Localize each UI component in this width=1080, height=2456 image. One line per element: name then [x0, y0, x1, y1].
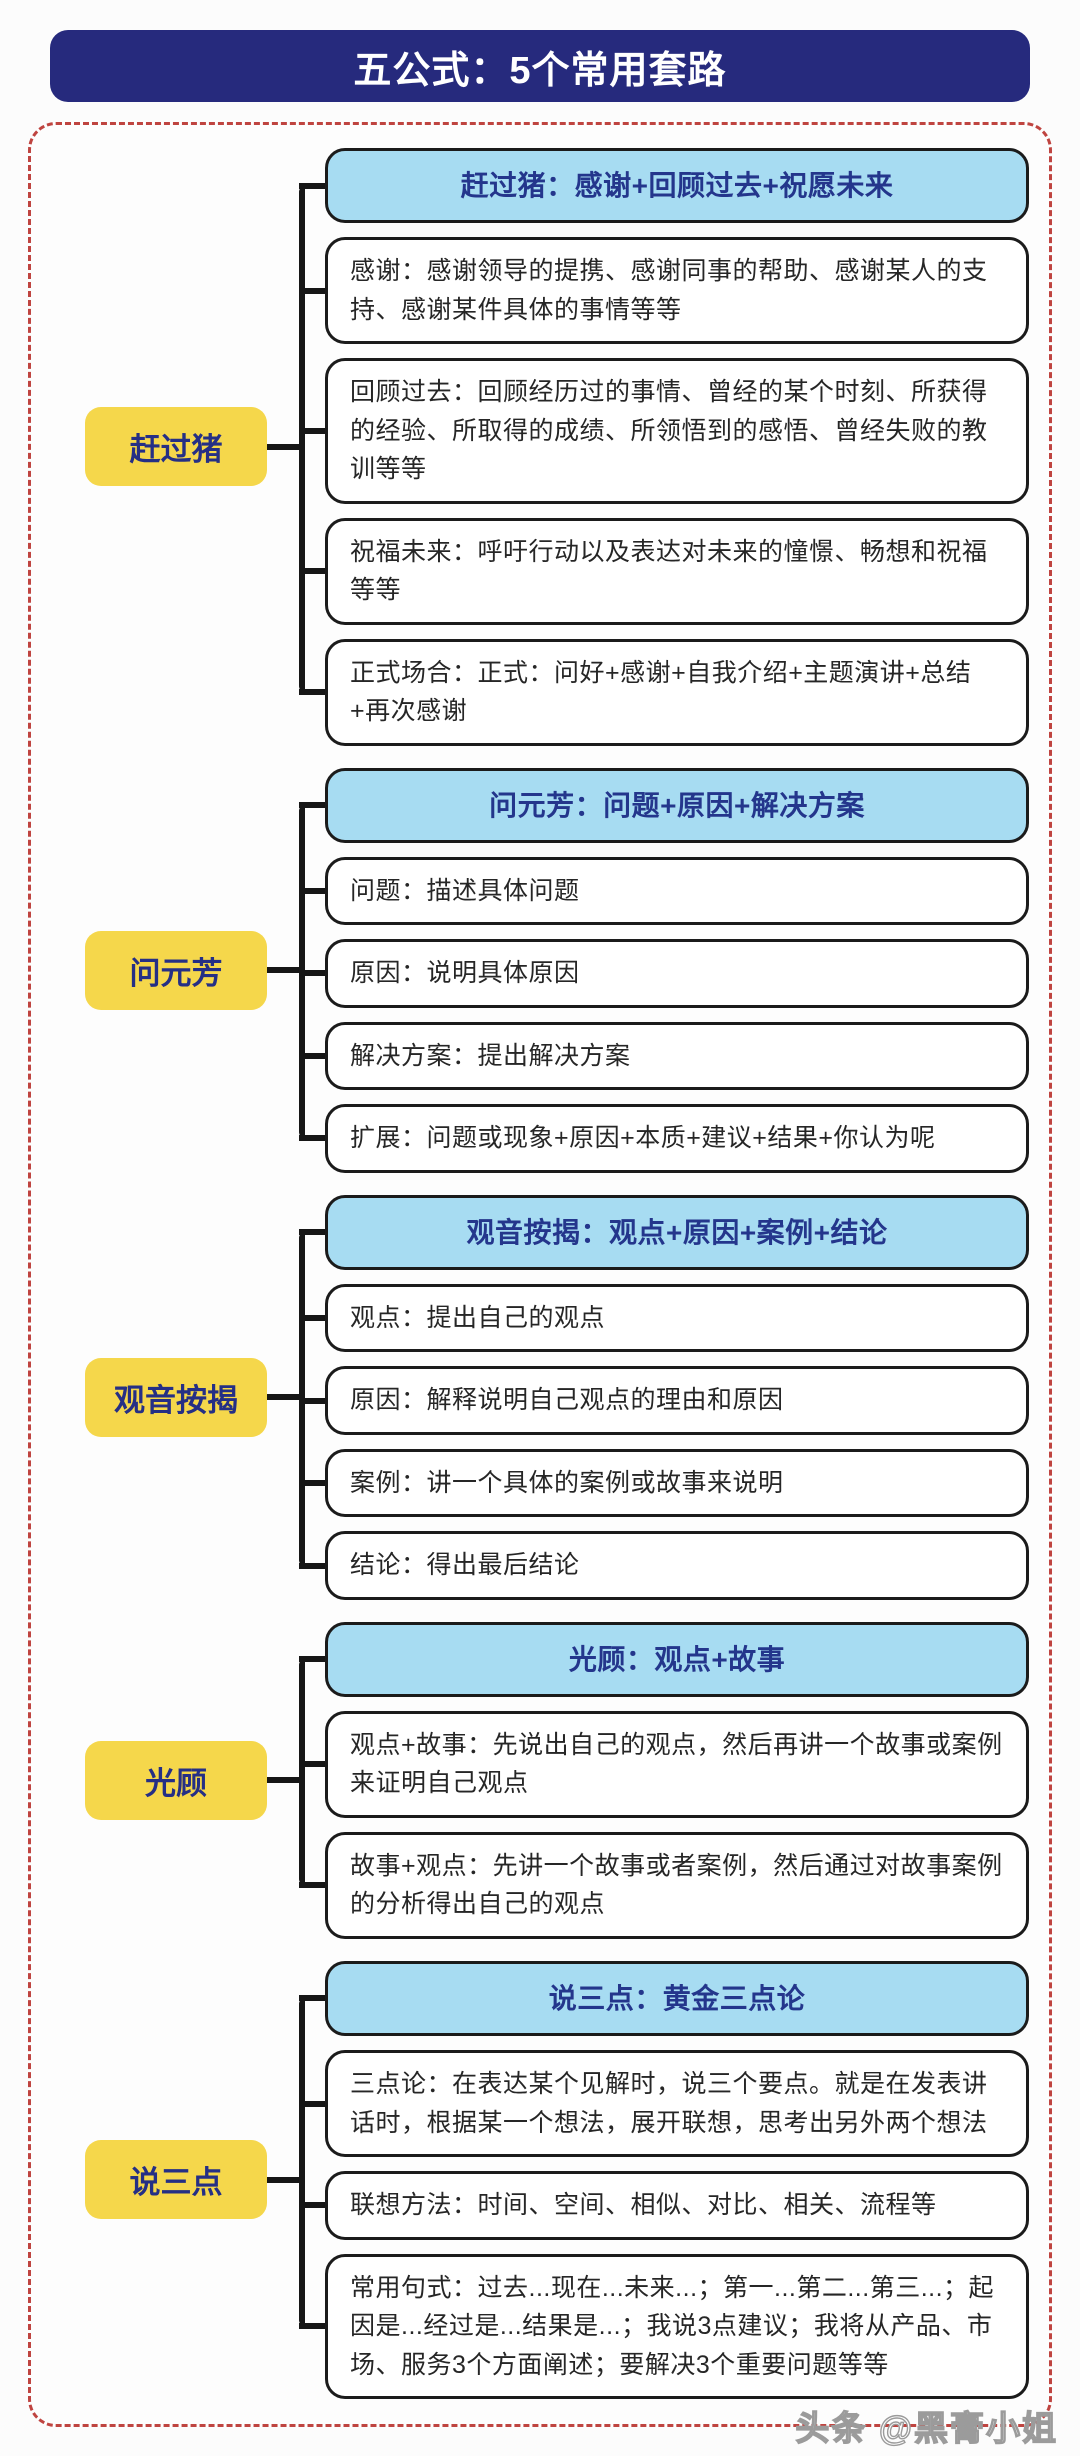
section-item: 故事+观点：先讲一个故事或者案例，然后通过对故事案例的分析得出自己的观点 [325, 1831, 1029, 1939]
section-header: 赶过猪：感谢+回顾过去+祝愿未来 [325, 148, 1029, 224]
section-item-row: 回顾过去：回顾经历过的事情、曾经的某个时刻、所获得的经验、所取得的成绩、所领悟到… [299, 350, 1029, 512]
section-header: 问元芳：问题+原因+解决方案 [325, 767, 1029, 843]
section-item-row: 解决方案：提出解决方案 [299, 1013, 1029, 1098]
section-label-column: 光顾 [59, 1615, 299, 1946]
formula-section: 观音按揭 观音按揭：观点+原因+案例+结论观点：提出自己的观点原因：解释说明自己… [59, 1188, 1029, 1607]
section-label: 问元芳 [85, 930, 299, 1010]
formula-section: 赶过猪 赶过猪：感谢+回顾过去+祝愿未来感谢：感谢领导的提携、感谢同事的帮助、感… [59, 141, 1029, 753]
section-header-row: 观音按揭：观点+原因+案例+结论 [299, 1188, 1029, 1278]
section-header-row: 赶过猪：感谢+回顾过去+祝愿未来 [299, 141, 1029, 232]
section-item: 三点论：在表达某个见解时，说三个要点。就是在发表讲话时，根据某一个想法，展开联想… [325, 2050, 1029, 2158]
section-item-row: 问题：描述具体问题 [299, 848, 1029, 933]
section-item-row: 正式场合：正式：问好+感谢+自我介绍+主题演讲+总结+再次感谢 [299, 630, 1029, 753]
section-item: 观点：提出自己的观点 [325, 1283, 1029, 1353]
section-label-column: 问元芳 [59, 761, 299, 1180]
section-item-row: 观点：提出自己的观点 [299, 1275, 1029, 1360]
section-label: 观音按揭 [85, 1357, 299, 1437]
section-label-column: 观音按揭 [59, 1188, 299, 1607]
section-item: 解决方案：提出解决方案 [325, 1021, 1029, 1091]
section-item: 结论：得出最后结论 [325, 1531, 1029, 1600]
section-item: 案例：讲一个具体的案例或故事来说明 [325, 1448, 1029, 1518]
section-item-row: 原因：说明具体原因 [299, 931, 1029, 1016]
section-item: 感谢：感谢领导的提携、感谢同事的帮助、感谢某人的支持、感谢某件具体的事情等等 [325, 237, 1029, 345]
section-label: 说三点 [85, 2140, 299, 2220]
section-item-row: 联想方法：时间、空间、相似、对比、相关、流程等 [299, 2163, 1029, 2248]
section-header: 说三点：黄金三点论 [325, 1960, 1029, 2037]
section-item: 原因：说明具体原因 [325, 939, 1029, 1008]
section-rows: 观音按揭：观点+原因+案例+结论观点：提出自己的观点原因：解释说明自己观点的理由… [299, 1188, 1029, 1607]
section-header-row: 问元芳：问题+原因+解决方案 [299, 761, 1029, 851]
section-header: 观音按揭：观点+原因+案例+结论 [325, 1194, 1029, 1270]
section-label: 光顾 [85, 1740, 299, 1820]
section-item-row: 扩展：问题或现象+原因+本质+建议+结果+你认为呢 [299, 1096, 1029, 1180]
section-item-row: 原因：解释说明自己观点的理由和原因 [299, 1358, 1029, 1443]
section-item: 常用句式：过去...现在...未来...；第一...第二...第三...；起因是… [325, 2253, 1029, 2400]
section-item: 正式场合：正式：问好+感谢+自我介绍+主题演讲+总结+再次感谢 [325, 638, 1029, 746]
section-item: 问题：描述具体问题 [325, 856, 1029, 926]
section-rows: 说三点：黄金三点论三点论：在表达某个见解时，说三个要点。就是在发表讲话时，根据某… [299, 1954, 1029, 2406]
section-rows: 赶过猪：感谢+回顾过去+祝愿未来感谢：感谢领导的提携、感谢同事的帮助、感谢某人的… [299, 141, 1029, 753]
formula-section: 问元芳 问元芳：问题+原因+解决方案问题：描述具体问题原因：说明具体原因解决方案… [59, 761, 1029, 1180]
section-item: 扩展：问题或现象+原因+本质+建议+结果+你认为呢 [325, 1104, 1029, 1173]
section-item-row: 案例：讲一个具体的案例或故事来说明 [299, 1440, 1029, 1525]
section-header: 光顾：观点+故事 [325, 1621, 1029, 1697]
section-item-row: 常用句式：过去...现在...未来...；第一...第二...第三...；起因是… [299, 2245, 1029, 2407]
watermark: 头条 @黑膏小姐 [795, 2409, 1058, 2448]
section-item-row: 结论：得出最后结论 [299, 1523, 1029, 1607]
section-rows: 光顾：观点+故事观点+故事：先说出自己的观点，然后再讲一个故事或案例来证明自己观… [299, 1615, 1029, 1946]
diagram-container: 赶过猪 赶过猪：感谢+回顾过去+祝愿未来感谢：感谢领导的提携、感谢同事的帮助、感… [28, 122, 1052, 2428]
section-header-row: 说三点：黄金三点论 [299, 1954, 1029, 2045]
section-rows: 问元芳：问题+原因+解决方案问题：描述具体问题原因：说明具体原因解决方案：提出解… [299, 761, 1029, 1180]
section-item-row: 三点论：在表达某个见解时，说三个要点。就是在发表讲话时，根据某一个想法，展开联想… [299, 2042, 1029, 2166]
formula-section: 光顾 光顾：观点+故事观点+故事：先说出自己的观点，然后再讲一个故事或案例来证明… [59, 1615, 1029, 1946]
section-item: 祝福未来：呼吁行动以及表达对未来的憧憬、畅想和祝福等等 [325, 517, 1029, 625]
title-bar: 五公式：5个常用套路 [50, 30, 1030, 102]
section-label: 赶过猪 [85, 407, 299, 487]
formula-section: 说三点 说三点：黄金三点论三点论：在表达某个见解时，说三个要点。就是在发表讲话时… [59, 1954, 1029, 2406]
section-header-row: 光顾：观点+故事 [299, 1615, 1029, 1706]
section-label-column: 说三点 [59, 1954, 299, 2406]
section-item: 原因：解释说明自己观点的理由和原因 [325, 1366, 1029, 1435]
section-item-row: 观点+故事：先说出自己的观点，然后再讲一个故事或案例来证明自己观点 [299, 1702, 1029, 1826]
page-title: 五公式：5个常用套路 [353, 49, 727, 92]
section-item: 回顾过去：回顾经历过的事情、曾经的某个时刻、所获得的经验、所取得的成绩、所领悟到… [325, 358, 1029, 504]
section-label-column: 赶过猪 [59, 141, 299, 753]
section-item: 联想方法：时间、空间、相似、对比、相关、流程等 [325, 2171, 1029, 2240]
section-item-row: 感谢：感谢领导的提携、感谢同事的帮助、感谢某人的支持、感谢某件具体的事情等等 [299, 229, 1029, 353]
section-item: 观点+故事：先说出自己的观点，然后再讲一个故事或案例来证明自己观点 [325, 1710, 1029, 1818]
section-item-row: 故事+观点：先讲一个故事或者案例，然后通过对故事案例的分析得出自己的观点 [299, 1823, 1029, 1946]
section-item-row: 祝福未来：呼吁行动以及表达对未来的憧憬、畅想和祝福等等 [299, 509, 1029, 633]
